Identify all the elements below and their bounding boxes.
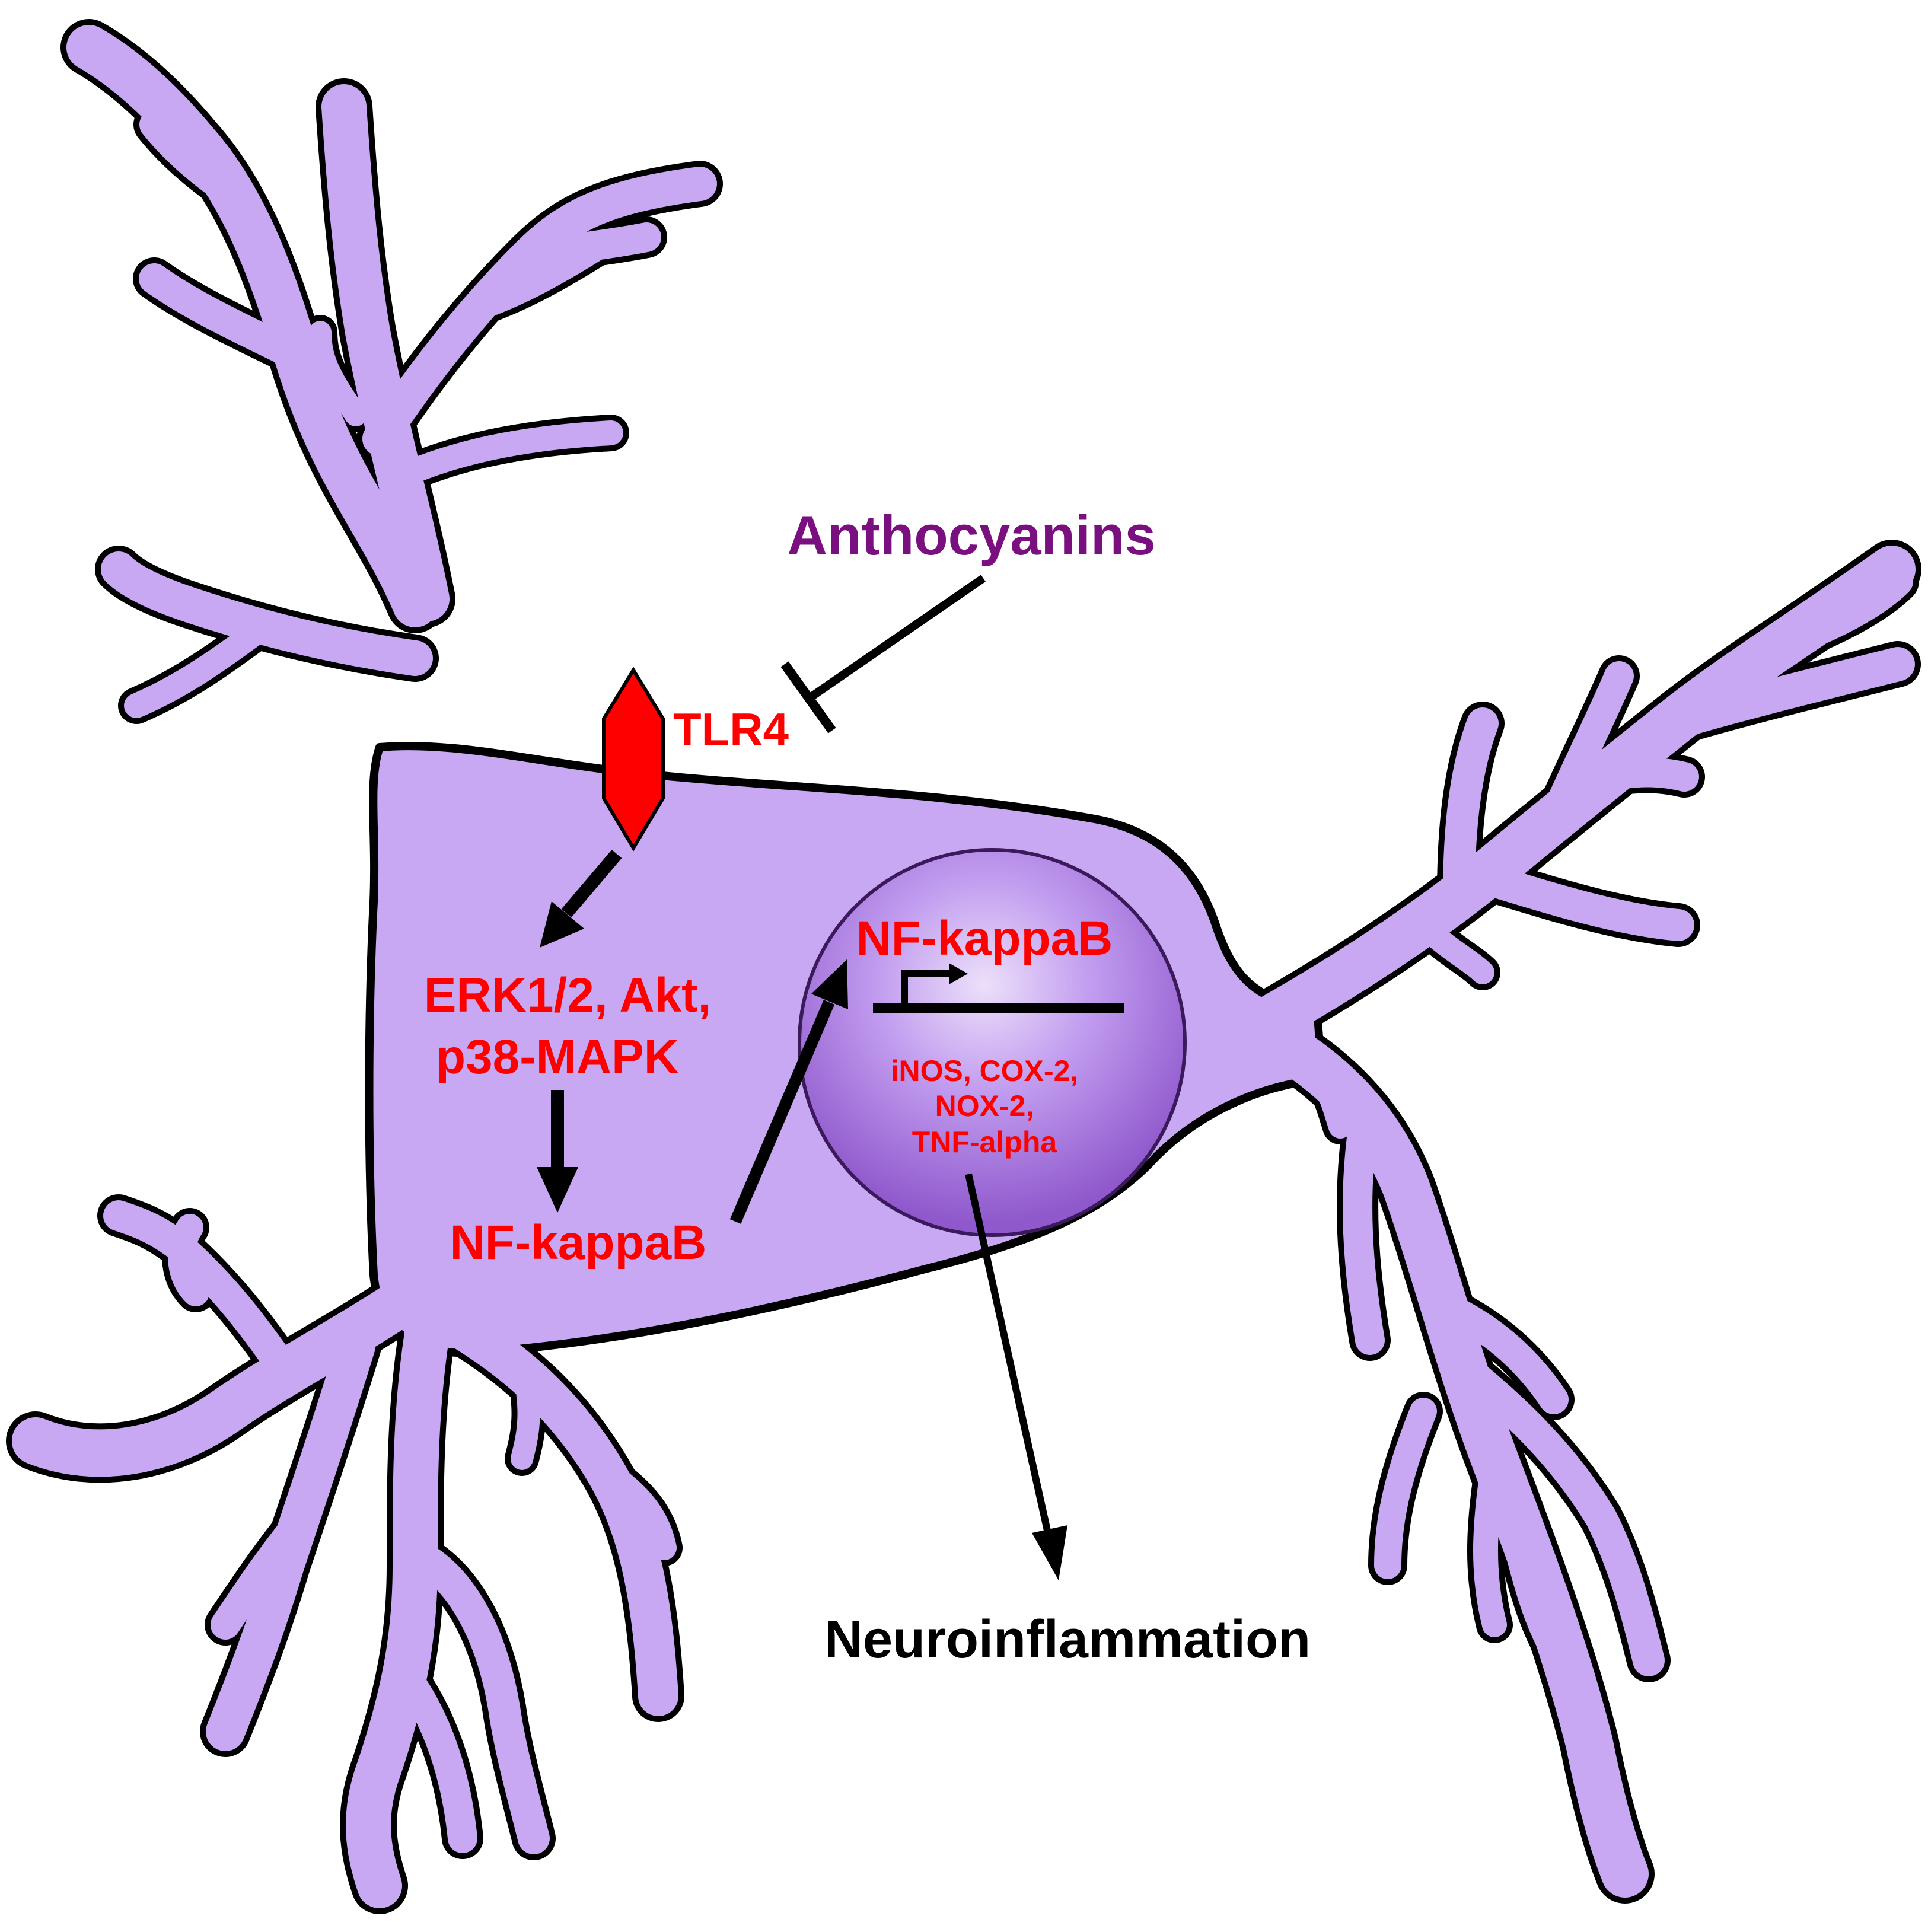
cell-process-fills xyxy=(12,25,1916,1908)
inhibition-bar xyxy=(780,661,836,734)
arrow-head-neuroinflammation xyxy=(1032,1525,1067,1580)
arrow-head-nfkb-nucleus xyxy=(811,959,848,1009)
tlr4-label: TLR4 xyxy=(673,703,789,755)
target-genes-line2: NOX-2, xyxy=(935,1089,1034,1123)
inhibition-t-bar-icon xyxy=(780,575,986,734)
arrow-head-kinases-nfkb xyxy=(537,1167,578,1213)
arrow-head-tlr4-kinases xyxy=(540,901,584,948)
transcription-start-arrow-head xyxy=(949,963,968,984)
nfkb-cytoplasm-label: NF-kappaB xyxy=(450,1216,707,1270)
arrow-tlr4-to-kinases xyxy=(561,849,622,918)
kinases-label-line1: ERK1/2, Akt, xyxy=(424,968,712,1022)
inhibition-line xyxy=(809,575,986,700)
transcription-start-arrow-icon xyxy=(901,970,949,1008)
neuroinflammation-label: Neuroinflammation xyxy=(824,1610,1311,1669)
target-genes-line1: iNOS, COX-2, xyxy=(891,1054,1079,1088)
arrow-nfkb-to-nucleus xyxy=(729,1000,835,1224)
arrow-genes-to-neuroinflammation xyxy=(965,1173,1052,1537)
pathway-arrows xyxy=(537,849,1067,1580)
gene-promoter xyxy=(873,963,1124,1013)
target-genes-line3: TNF-alpha xyxy=(912,1126,1058,1159)
kinases-label-line2: p38-MAPK xyxy=(436,1030,679,1084)
nucleus xyxy=(798,848,1187,1237)
nfkb-nucleus-label: NF-kappaB xyxy=(856,911,1113,965)
anthocyanins-label: Anthocyanins xyxy=(787,504,1156,566)
tlr4-receptor-hexagon xyxy=(602,667,665,852)
